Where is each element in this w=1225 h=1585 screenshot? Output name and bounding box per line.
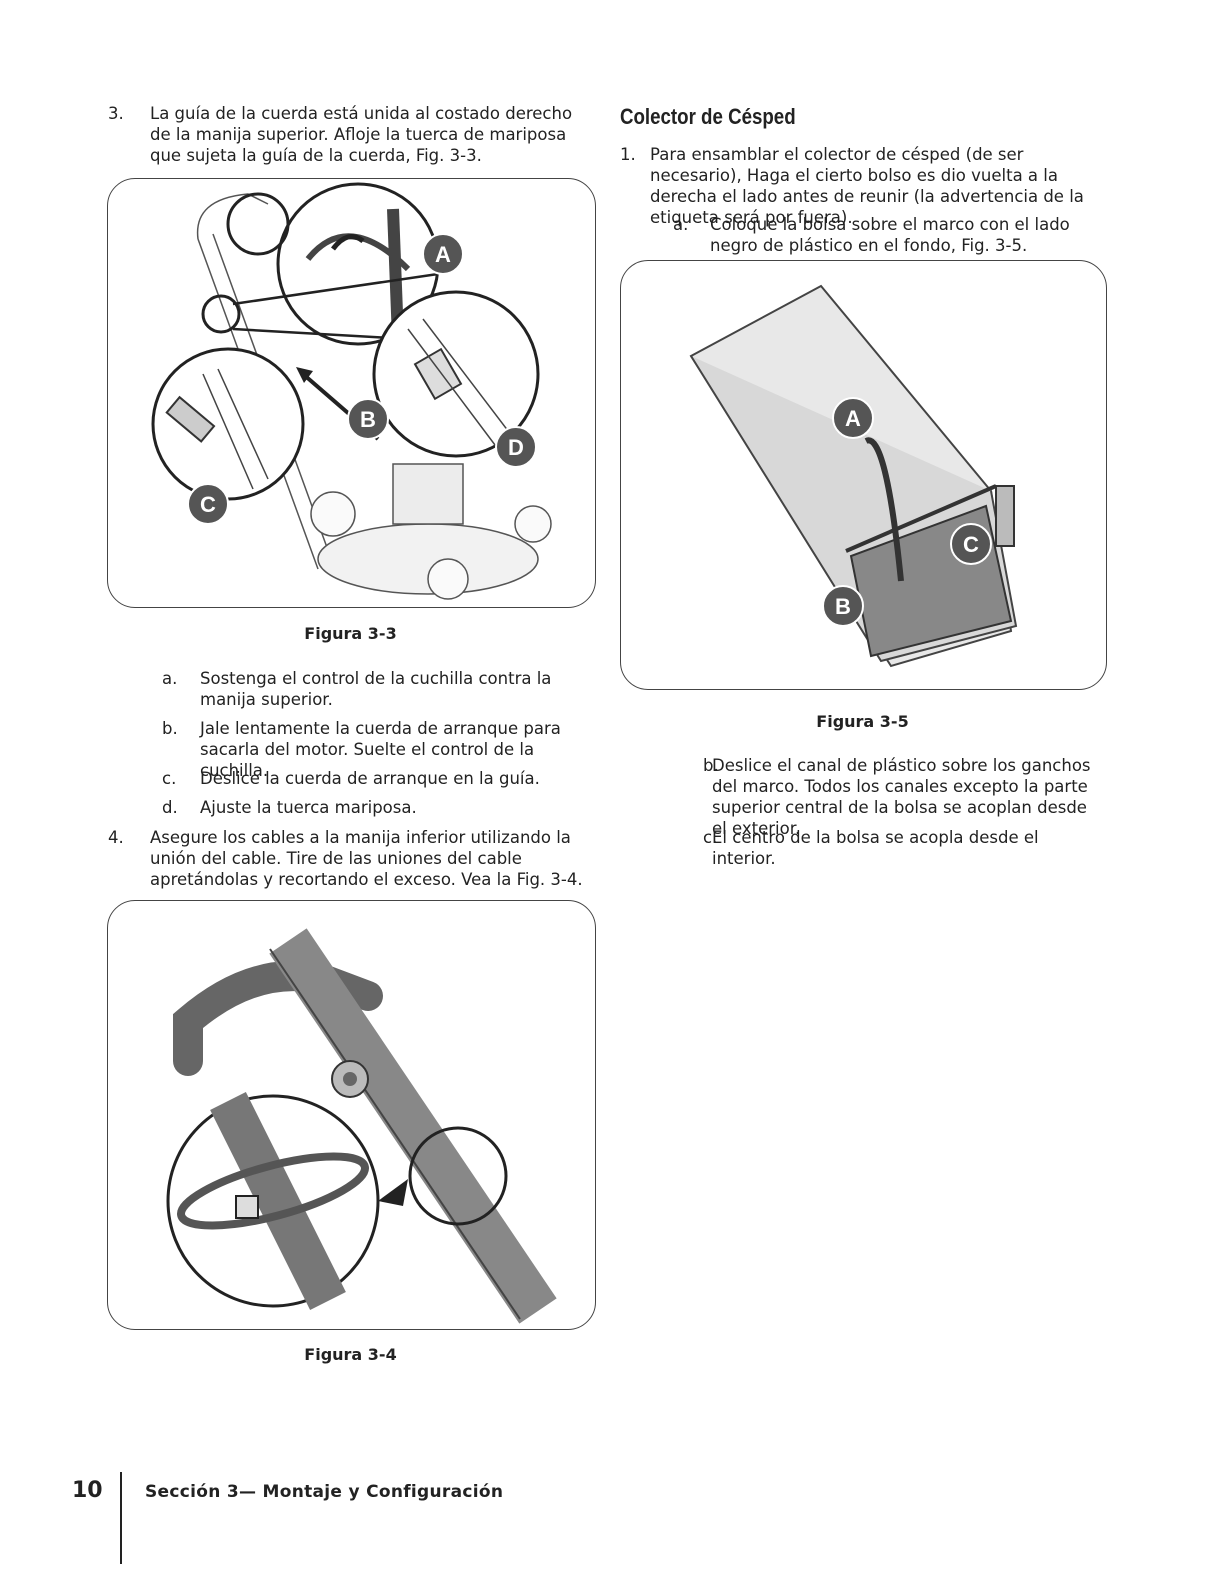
cable-tie-illustration [166,928,557,1324]
item-4-text: Asegure los cables a la manija inferior … [150,828,583,889]
figure-3-5: A B C [620,260,1107,690]
footer-divider [120,1472,122,1564]
item-1-number: 1. [620,145,636,164]
figure-3-5-caption: Figura 3-5 [816,712,909,731]
callout-b: B [347,398,389,440]
right-step-a-text: Coloque la bolsa sobre el marco con el l… [710,215,1070,255]
step-c-text: Deslice la cuerda de arranque en la guía… [200,769,540,788]
callout-c: C [187,483,229,525]
svg-text:D: D [508,435,524,460]
step-a-label: a. [162,669,178,688]
svg-text:A: A [435,242,451,267]
step-d-text: Ajuste la tuerca mariposa. [200,798,417,817]
step-b-label: b. [162,719,178,738]
item-1-text: Para ensamblar el colector de césped (de… [650,145,1084,227]
detail-circle-d [372,290,540,458]
detail-circle-cable-tie [166,1092,380,1310]
step-d-label: d. [162,798,178,817]
figure-3-4 [107,900,596,1330]
callout-a: A [422,233,464,275]
section-heading-colector: Colector de Césped [620,104,796,129]
callout-c: C [950,523,992,565]
grass-bag-illustration: A B C [689,284,1018,668]
right-step-b-label: b. [703,756,719,775]
mower-handle-illustration: A B C D [151,182,552,600]
figure-3-3-caption: Figura 3-3 [304,624,397,643]
step-b-text: Jale lentamente la cuerda de arranque pa… [200,719,561,780]
item-3-text: La guía de la cuerda está unida al costa… [150,104,573,165]
callout-b: B [822,585,864,627]
svg-text:C: C [200,492,216,517]
callout-a: A [832,397,874,439]
step-c-label: c. [162,769,177,788]
footer-section-title: Sección 3— Montaje y Configuración [145,1482,504,1502]
step-a-text: Sostenga el control de la cuchilla contr… [200,669,552,709]
svg-text:B: B [360,407,376,432]
item-3-number: 3. [108,104,124,123]
detail-circle-c [151,347,305,501]
callout-d: D [495,426,537,468]
right-step-a-label: a. [673,215,689,234]
svg-text:C: C [963,532,979,557]
page-number: 10 [72,1478,103,1503]
figure-3-4-caption: Figura 3-4 [304,1345,397,1364]
item-4-number: 4. [108,828,124,847]
figure-3-3: A B C D [107,178,596,608]
right-step-c-text: El centro de la bolsa se acopla desde el… [712,828,1039,868]
right-step-b-text: Deslice el canal de plástico sobre los g… [712,756,1091,838]
right-step-c-label: c. [703,828,718,847]
svg-text:B: B [835,594,851,619]
svg-text:A: A [845,406,861,431]
